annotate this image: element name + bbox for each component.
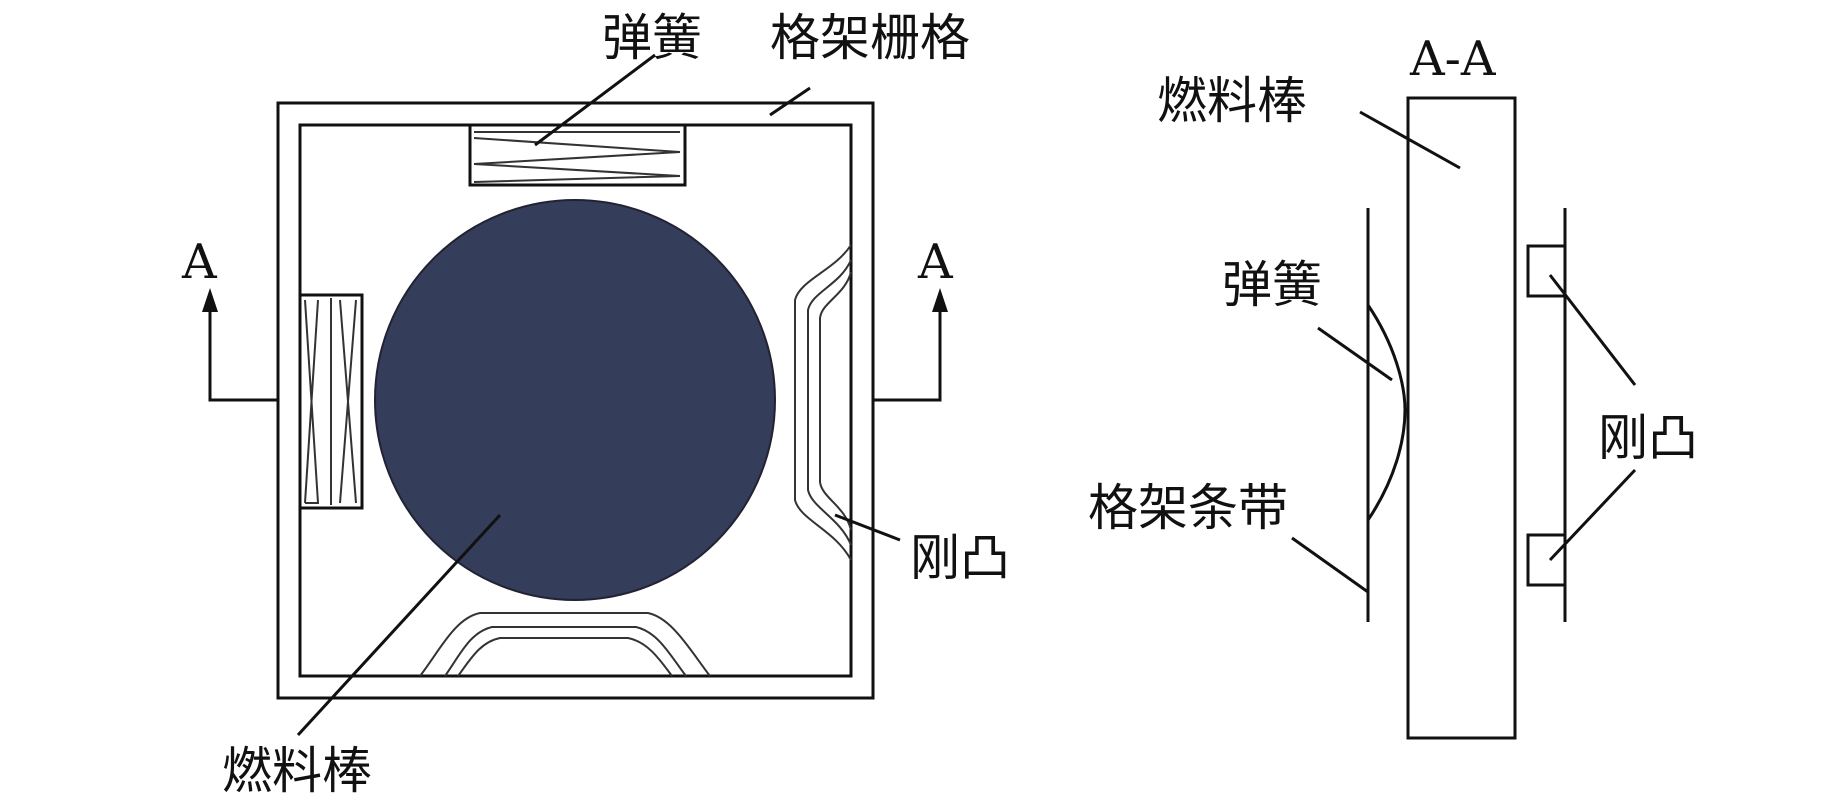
leader-section-fuel-rod (1359, 110, 1461, 170)
section-mark-left: A (181, 234, 218, 290)
section-view: A-A 燃料棒 弹簧 格架条带 刚凸 (1088, 31, 1698, 740)
label-section-fuel-rod: 燃料棒 (1157, 72, 1307, 130)
leader-fuel-rod (296, 513, 502, 737)
plan-view: 弹簧 格架栅格 A A 刚凸 燃料棒 (181, 9, 1010, 800)
label-section-strip: 格架条带 (1088, 479, 1288, 537)
label-spring-top: 弹簧 (602, 9, 702, 67)
fuel-rod-cross-section (374, 199, 776, 601)
leader-spring-top (534, 53, 656, 147)
top-spring (468, 123, 687, 187)
leader-dimple (834, 513, 901, 542)
right-dimple (794, 244, 852, 561)
bottom-dimple (419, 612, 711, 677)
label-grid: 格架栅格 (770, 9, 970, 67)
section-dimple-bottom (1526, 533, 1567, 587)
label-fuel-rod: 燃料棒 (222, 742, 372, 800)
section-dimple-top (1526, 244, 1567, 298)
section-spring-bow (1366, 304, 1407, 521)
section-mark-right: A (917, 234, 954, 290)
label-dimple: 刚凸 (910, 529, 1010, 587)
leader-section-strip (1291, 536, 1369, 594)
section-fuel-rod (1406, 96, 1517, 740)
leader-section-dimple-top (1548, 274, 1637, 386)
left-spring (298, 293, 364, 510)
section-arrow-right (873, 288, 948, 402)
section-title: A-A (1409, 31, 1497, 87)
leader-section-dimple-bottom (1548, 468, 1637, 562)
section-arrow-left (202, 288, 278, 402)
label-section-dimple: 刚凸 (1598, 409, 1698, 467)
label-section-spring: 弹簧 (1222, 256, 1322, 314)
leader-grid (769, 86, 811, 117)
leader-section-spring (1317, 326, 1393, 382)
